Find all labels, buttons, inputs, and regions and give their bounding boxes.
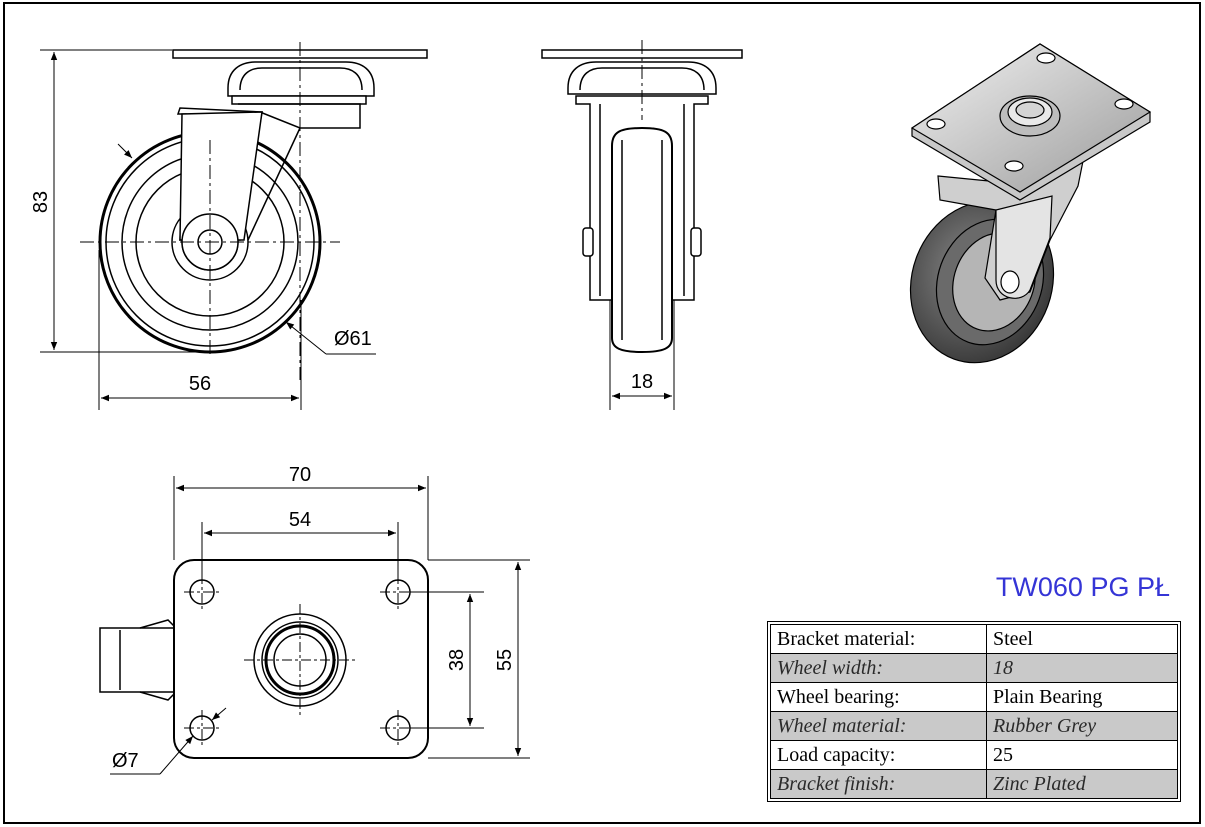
side-view-centerlines — [80, 42, 340, 380]
spec-value: Rubber Grey — [986, 711, 1178, 741]
spec-label: Load capacity: — [770, 740, 987, 770]
spec-value: Zinc Plated — [986, 769, 1178, 799]
spec-value: Steel — [986, 624, 1178, 654]
spec-row: Wheel material:Rubber Grey — [770, 711, 1178, 741]
isometric-view — [909, 43, 1152, 364]
side-view-dimensions — [40, 49, 376, 410]
spec-label: Wheel width: — [770, 653, 987, 683]
spec-label: Bracket material: — [770, 624, 987, 654]
spec-row: Bracket material:Steel — [770, 624, 1178, 654]
dim-bolt-spacing-width: 38 — [446, 649, 468, 671]
spec-label: Wheel bearing: — [770, 682, 987, 712]
spec-label: Bracket finish: — [770, 769, 987, 799]
dim-hole-diameter: Ø7 — [112, 750, 139, 772]
top-view-dimensions — [110, 476, 530, 775]
dim-offset-width: 56 — [189, 373, 211, 395]
spec-row: Wheel bearing:Plain Bearing — [770, 682, 1178, 712]
spec-value: 18 — [986, 653, 1178, 683]
top-view — [99, 559, 429, 759]
dim-bolt-spacing-length: 54 — [289, 509, 311, 531]
spec-value: 25 — [986, 740, 1178, 770]
spec-row: Wheel width:18 — [770, 653, 1178, 683]
spec-label: Wheel material: — [770, 711, 987, 741]
dim-wheel-diameter: Ø61 — [334, 328, 372, 350]
front-view — [541, 49, 743, 354]
sheet-border — [3, 2, 1201, 824]
side-view — [98, 49, 428, 354]
dim-height: 83 — [30, 191, 52, 213]
dim-wheel-width: 18 — [631, 371, 653, 393]
model-title: TW060 PG PŁ — [995, 572, 1170, 602]
spec-row: Bracket finish:Zinc Plated — [770, 769, 1178, 799]
dim-plate-length: 70 — [289, 464, 311, 486]
front-view-dimensions — [609, 300, 675, 410]
dim-plate-width: 55 — [494, 649, 516, 671]
spec-value: Plain Bearing — [986, 682, 1178, 712]
spec-row: Load capacity:25 — [770, 740, 1178, 770]
